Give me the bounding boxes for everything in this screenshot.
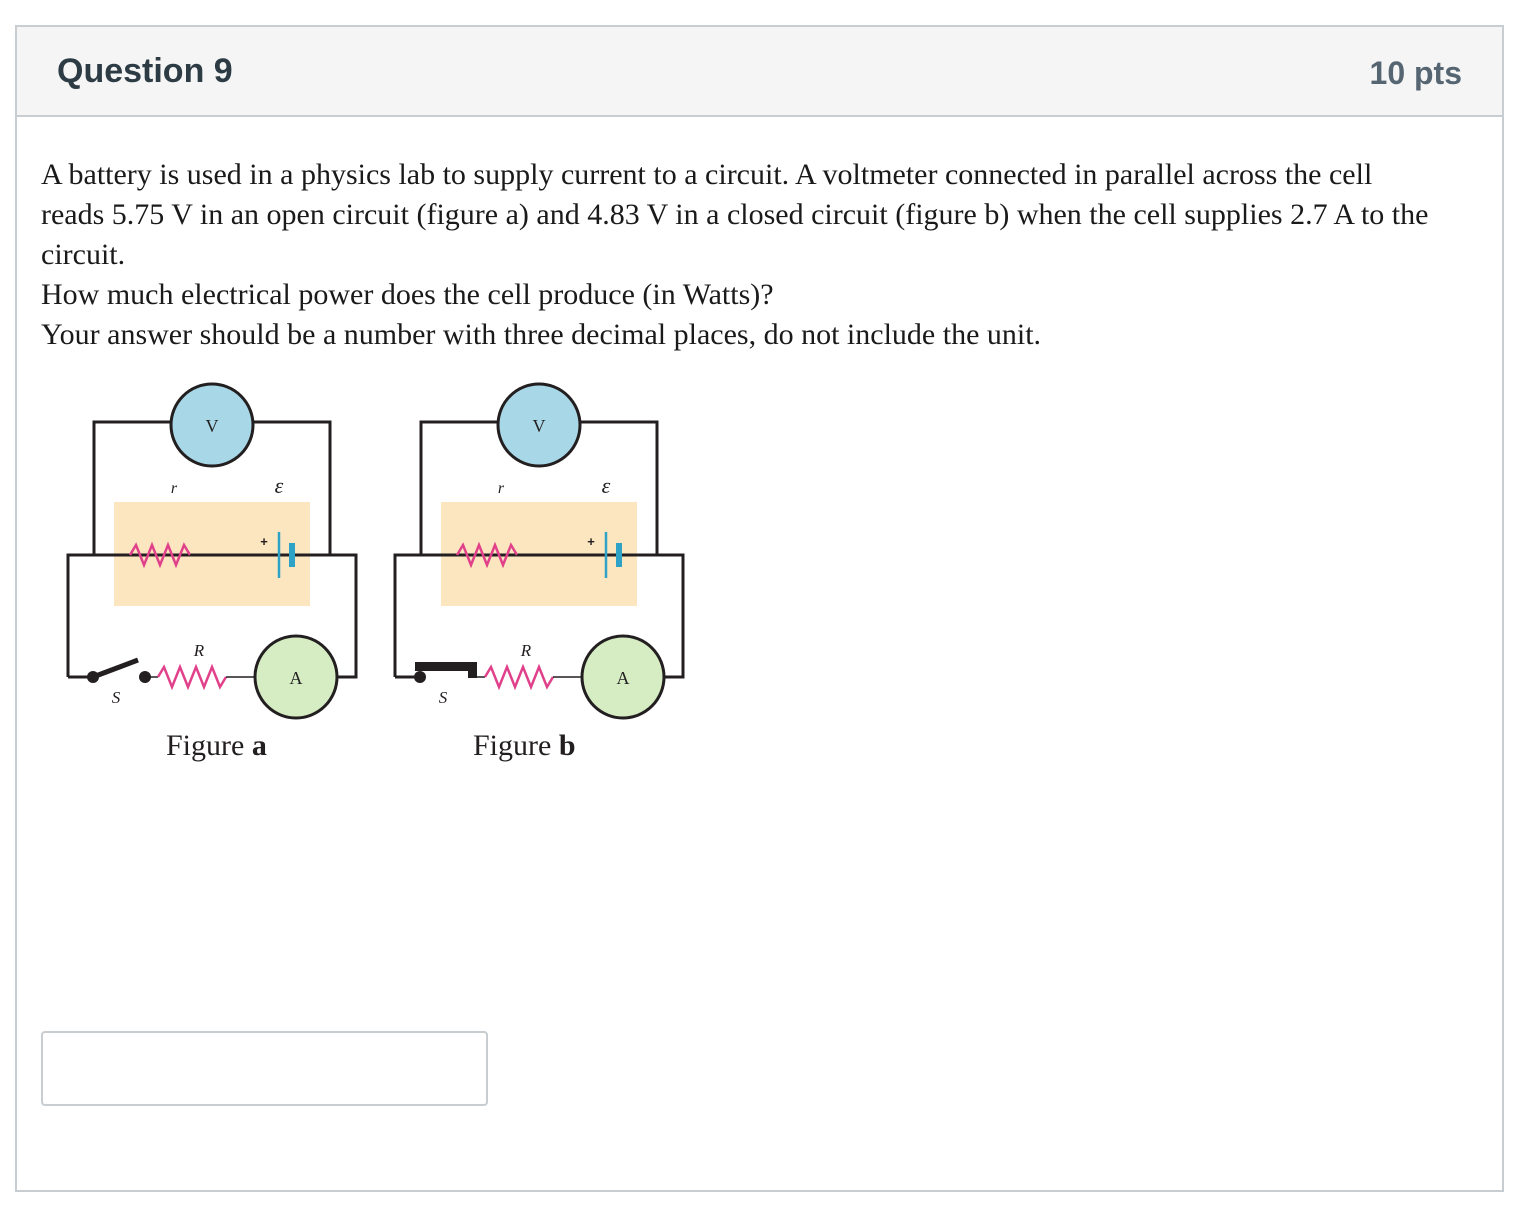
figure-b-R-label: R [520, 641, 532, 660]
figure-b-voltmeter [496, 382, 582, 468]
figure-a-caption: Figure a [166, 729, 267, 762]
circuit-figure: V A r ε + R S Figure a [50, 380, 710, 780]
question-paragraph-1: A battery is used in a physics lab to su… [41, 158, 1429, 271]
question-card: Question 9 10 pts [15, 25, 1504, 1192]
figure-b-voltmeter-label: V [533, 416, 546, 436]
figure-a-caption-word: Figure [166, 729, 244, 762]
figure-b-load-resistor [483, 663, 555, 691]
figure-b-ammeter-label: A [617, 668, 630, 688]
figure-b-caption-letter: b [559, 729, 576, 762]
figure-a-emf-label: ε [275, 473, 284, 498]
figure-a-S-label: S [112, 688, 121, 707]
question-paragraph-3: Your answer should be a number with thre… [41, 318, 1042, 351]
question-text: A battery is used in a physics lab to su… [41, 155, 1441, 355]
figure-b-ammeter [580, 634, 666, 720]
figure-a-voltmeter [169, 382, 255, 468]
figure-b-switch-contact [414, 671, 426, 683]
figure-b-r-label: r [498, 480, 505, 497]
figure-a-switch-lever [92, 657, 139, 680]
figure-b-caption-word: Figure [473, 729, 551, 762]
question-paragraph-2: How much electrical power does the cell … [41, 278, 774, 311]
figure-a-ammeter-label: A [290, 668, 303, 688]
figure-a-circuit: V A r ε + R S Figure a [66, 382, 358, 762]
figure-a-voltmeter-label: V [206, 416, 219, 436]
figure-a-internal-resistor [128, 541, 192, 569]
question-header: Question 9 10 pts [17, 27, 1502, 117]
circuit-diagram: V A r ε + R S Figure a [66, 382, 685, 762]
figure-a-ammeter [253, 634, 339, 720]
figure-b-internal-resistor [455, 541, 519, 569]
question-title: Question 9 [57, 52, 233, 90]
figure-b-caption: Figure b [473, 729, 576, 762]
figure-a-plus-label: + [260, 534, 268, 549]
figure-b-switch-lever [415, 662, 477, 671]
figure-b-circuit: V A r ε + R S Figure b [393, 382, 685, 762]
figure-a-r-label: r [171, 480, 178, 497]
figure-a-caption-letter: a [252, 729, 267, 762]
question-points: 10 pts [1369, 55, 1462, 91]
figure-a-R-label: R [193, 641, 205, 660]
figure-b-S-label: S [439, 688, 448, 707]
answer-input[interactable] [41, 1031, 488, 1106]
figure-a-load-resistor [156, 663, 228, 691]
figure-b-plus-label: + [587, 534, 595, 549]
figure-b-emf-label: ε [602, 473, 611, 498]
